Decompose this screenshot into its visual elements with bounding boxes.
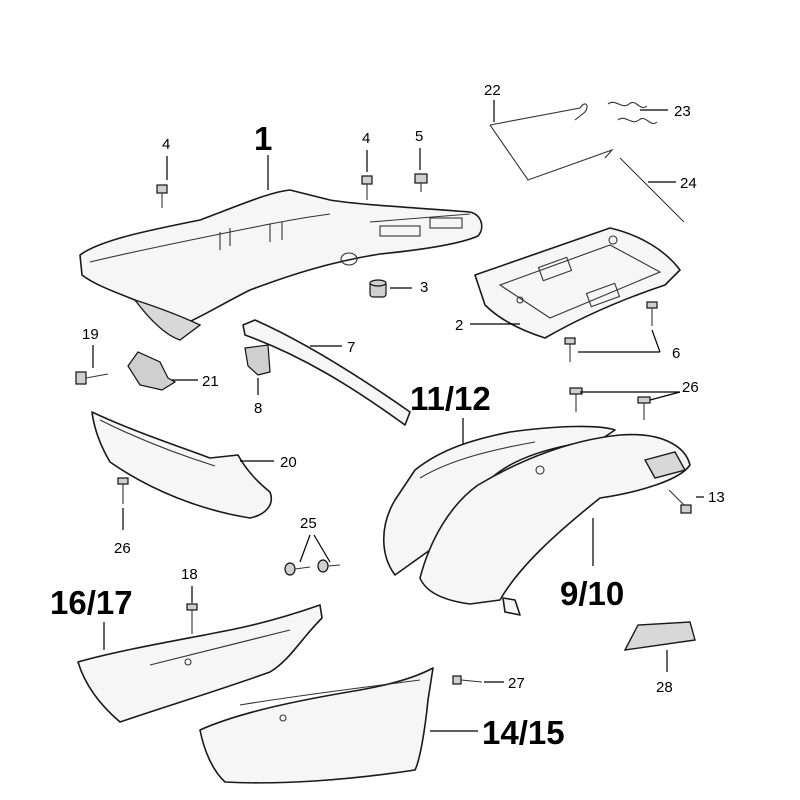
label-18: 18	[181, 566, 198, 583]
label-21: 21	[202, 373, 219, 390]
label-13: 13	[708, 489, 725, 506]
label-26-upper: 26	[682, 379, 699, 396]
part-24-rod	[619, 157, 685, 223]
part-1-seat-pan	[79, 189, 483, 341]
part-18-screw	[186, 603, 198, 634]
label-14-15: 14/15	[482, 714, 565, 751]
label-2: 2	[455, 317, 463, 334]
label-20: 20	[280, 454, 297, 471]
part-4-screw-right	[361, 175, 373, 200]
part-22-wire-hook	[489, 103, 614, 181]
part-3-grommet	[369, 279, 387, 298]
part-23-spring	[607, 101, 658, 124]
label-25: 25	[300, 515, 317, 532]
part-11-12-side-panel	[382, 425, 616, 576]
label-19: 19	[82, 326, 99, 343]
label-26-lower: 26	[114, 540, 131, 557]
part-26-screw-lower	[117, 477, 129, 504]
part-8-bracket	[244, 344, 271, 376]
label-11-12: 11/12	[410, 380, 491, 417]
label-8: 8	[254, 400, 262, 417]
part-labels: 1 4 4 5 3 2 6 7 8 19 21 20 26 11/12 9/10…	[50, 82, 725, 751]
part-14-15-lower-cover	[199, 667, 434, 784]
label-5: 5	[415, 128, 423, 145]
label-16-17: 16/17	[50, 584, 133, 621]
label-28: 28	[656, 679, 673, 696]
part-19-bolt	[75, 371, 109, 385]
label-23: 23	[674, 103, 691, 120]
part-28-badge	[623, 621, 696, 651]
part-9-10-side-panel	[419, 433, 691, 616]
part-27-bolt	[452, 675, 483, 685]
label-24: 24	[680, 175, 697, 192]
part-4-screw-left	[156, 184, 168, 208]
label-22: 22	[484, 82, 501, 99]
leader-lines	[92, 100, 704, 732]
part-6-screws	[564, 301, 658, 362]
label-7: 7	[347, 339, 355, 356]
part-25-fasteners	[284, 559, 341, 576]
label-6: 6	[672, 345, 680, 362]
label-1: 1	[254, 120, 272, 157]
part-2-tray-plate	[474, 227, 681, 339]
label-4-left: 4	[162, 136, 170, 153]
part-21-bracket	[127, 351, 177, 391]
label-3: 3	[420, 279, 428, 296]
part-20-side-cover	[91, 411, 272, 519]
part-7-trim-strip	[242, 319, 411, 426]
part-5-nut-screw	[414, 173, 428, 192]
part-26-screws-upper	[569, 387, 651, 420]
label-4-right: 4	[362, 130, 370, 147]
label-9-10: 9/10	[560, 575, 624, 612]
part-13-screw	[668, 489, 692, 514]
label-27: 27	[508, 675, 525, 692]
part-16-17-lower-cover	[77, 604, 323, 723]
